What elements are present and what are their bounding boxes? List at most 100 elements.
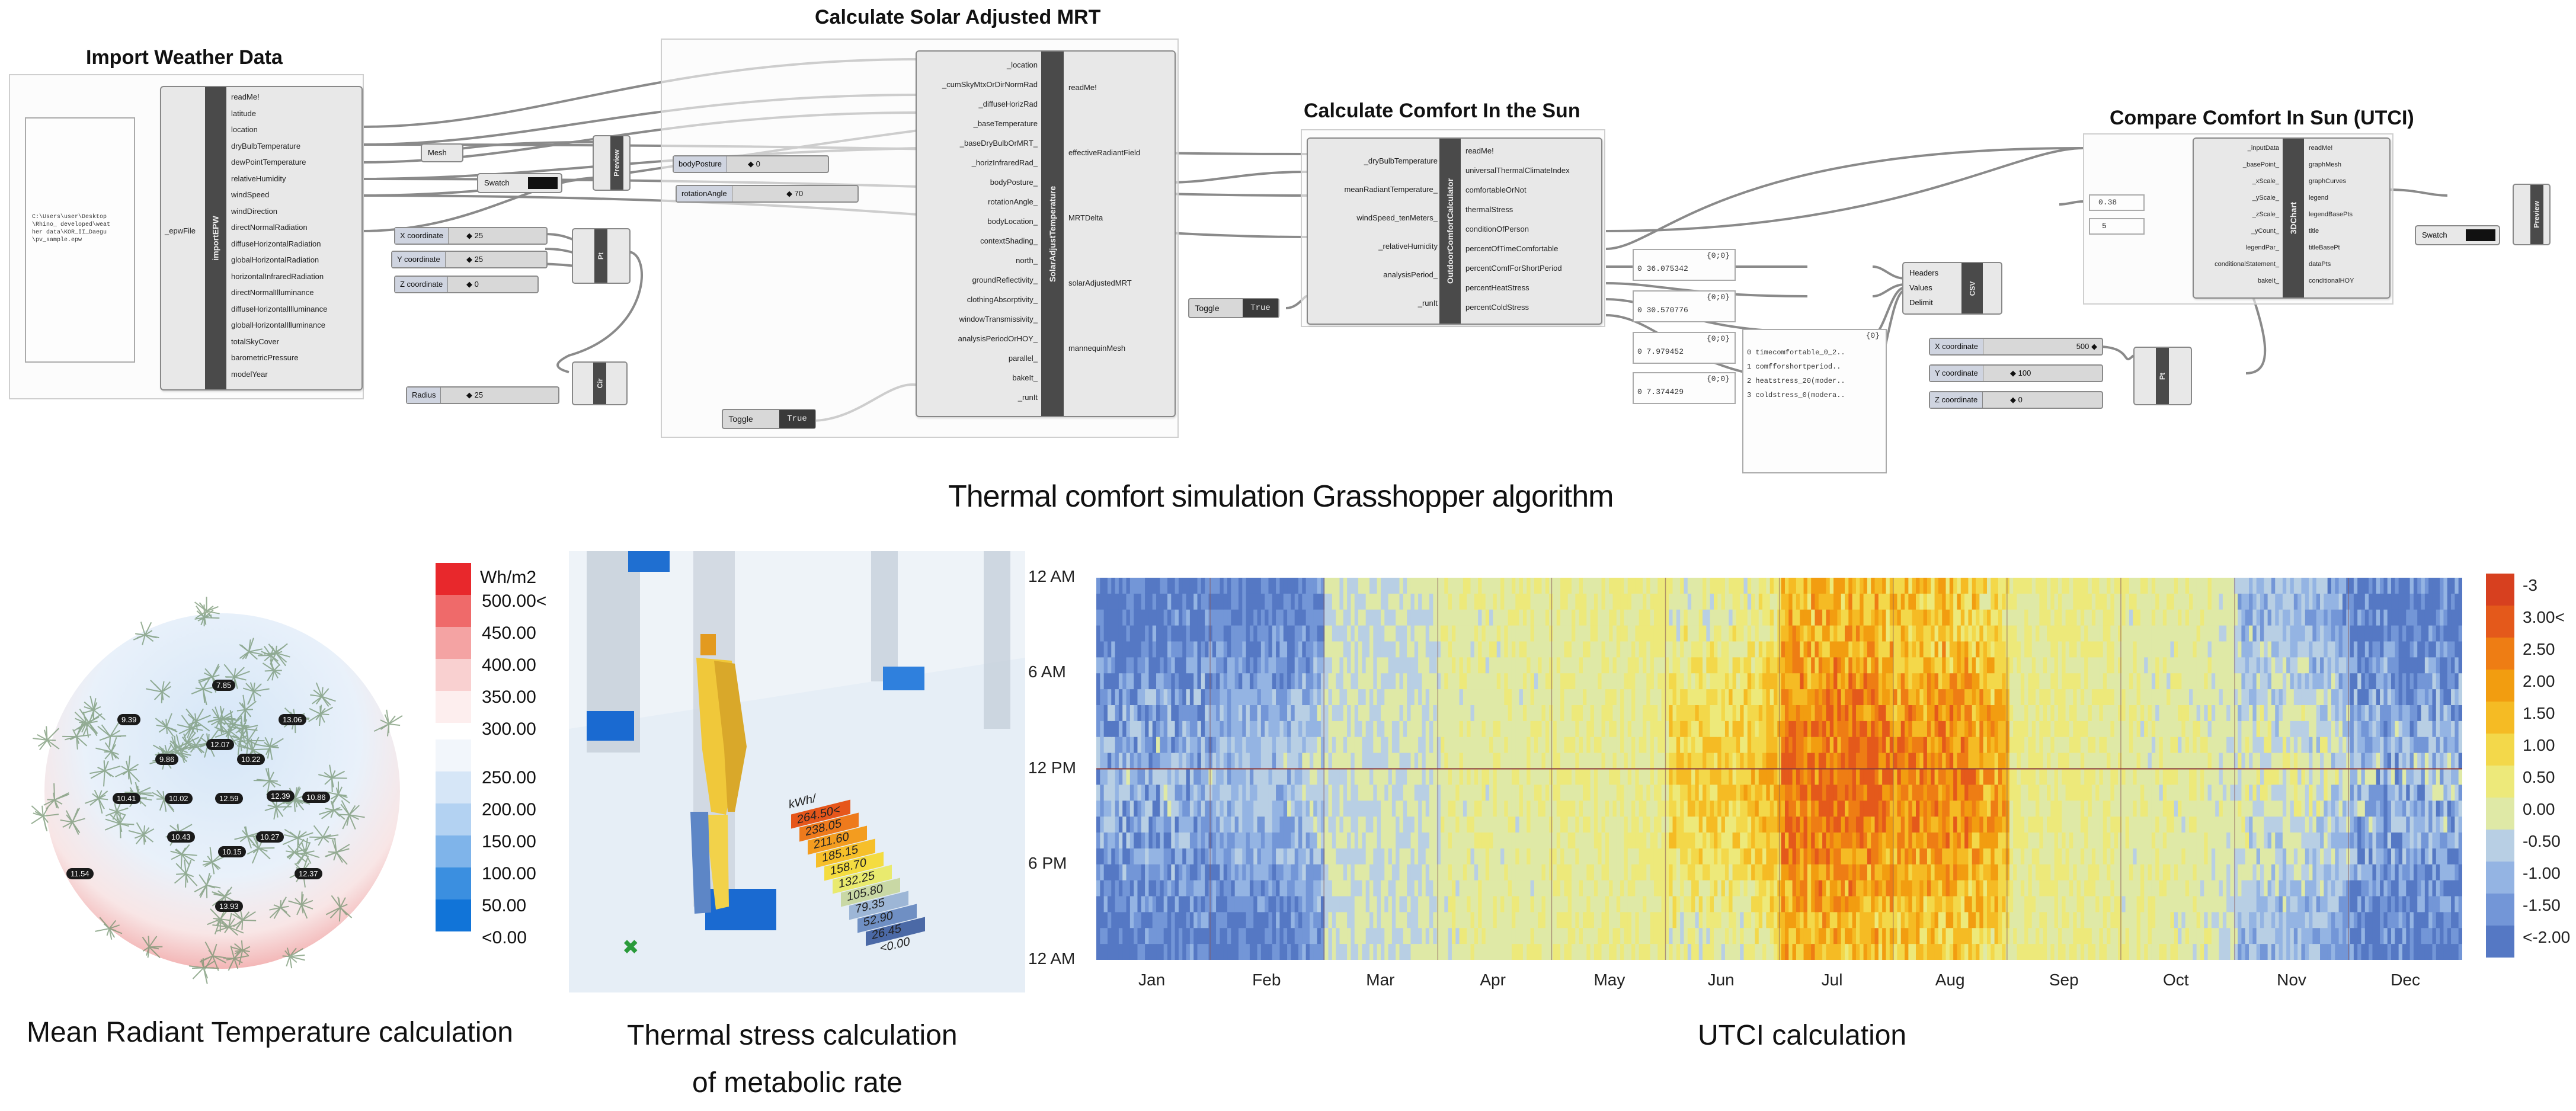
mrt-input-7[interactable]: rotationAngle_ bbox=[988, 197, 1038, 206]
epw-output-5[interactable]: relativeHumidity bbox=[231, 174, 286, 183]
compare-output-3[interactable]: legend bbox=[2309, 194, 2329, 201]
epw-output-0[interactable]: readMe! bbox=[231, 92, 260, 101]
mrt-input-1[interactable]: _cumSkyMtxOrDirNormRad bbox=[942, 80, 1038, 89]
x-coordinate-slider-1[interactable]: X coordinate◆ 25 bbox=[394, 227, 548, 245]
mrt-input-13[interactable]: windowTransmissivity_ bbox=[959, 315, 1038, 324]
comfort-output-5[interactable]: percentOfTimeComfortable bbox=[1465, 244, 1559, 253]
epw-output-10[interactable]: globalHorizontalRadiation bbox=[231, 255, 319, 264]
radius-slider[interactable]: Radius◆ 25 bbox=[406, 386, 559, 404]
mrt-output-1[interactable]: effectiveRadiantField bbox=[1068, 148, 1141, 157]
mrt-input-6[interactable]: bodyPosture_ bbox=[990, 178, 1038, 187]
compare-input-5[interactable]: _yCount_ bbox=[2251, 228, 2279, 235]
mrt-output-3[interactable]: solarAdjustedMRT bbox=[1068, 278, 1132, 287]
mrt-input-15[interactable]: parallel_ bbox=[1008, 354, 1038, 363]
mrt-output-0[interactable]: readMe! bbox=[1068, 83, 1097, 92]
compare-output-4[interactable]: legendBasePts bbox=[2309, 211, 2353, 218]
mrt-input-9[interactable]: contextShading_ bbox=[980, 236, 1038, 245]
swatch-param-2[interactable]: Swatch bbox=[2415, 225, 2500, 245]
compare-output-0[interactable]: readMe! bbox=[2309, 145, 2333, 152]
mrt-input-2[interactable]: _diffuseHorizRad bbox=[978, 100, 1038, 108]
csv-component[interactable]: Headers Values Delimit CSV bbox=[1902, 262, 2002, 315]
body-posture-slider[interactable]: bodyPosture◆ 0 bbox=[673, 155, 829, 173]
z-coordinate-slider-1[interactable]: Z coordinate◆ 0 bbox=[394, 276, 539, 293]
comfort-input-0[interactable]: _dryBulbTemperature bbox=[1364, 156, 1438, 165]
preview-component-2[interactable]: Preview bbox=[2513, 184, 2551, 245]
mrt-input-16[interactable]: bakeIt_ bbox=[1012, 373, 1038, 382]
compare-output-8[interactable]: conditionalHOY bbox=[2309, 277, 2354, 284]
epw-output-4[interactable]: dewPointTemperature bbox=[231, 158, 306, 167]
comfort-input-2[interactable]: windSpeed_tenMeters_ bbox=[1356, 213, 1438, 222]
compare-input-2[interactable]: _xScale_ bbox=[2252, 178, 2279, 185]
compare-input-7[interactable]: conditionalStatement_ bbox=[2215, 261, 2279, 268]
comfort-input-4[interactable]: analysisPeriod_ bbox=[1383, 270, 1438, 279]
epw-output-6[interactable]: windSpeed bbox=[231, 190, 270, 199]
y-coordinate-slider-1[interactable]: Y coordinate◆ 25 bbox=[391, 251, 548, 268]
compare-output-1[interactable]: graphMesh bbox=[2309, 161, 2342, 168]
comfort-output-1[interactable]: universalThermalClimateIndex bbox=[1465, 166, 1570, 175]
epw-output-2[interactable]: location bbox=[231, 125, 258, 134]
swatch-param[interactable]: Swatch bbox=[477, 173, 562, 193]
compare-output-5[interactable]: title bbox=[2309, 228, 2319, 235]
mesh-param[interactable]: Mesh bbox=[421, 143, 463, 162]
compare-input-8[interactable]: bakeIt_ bbox=[2257, 277, 2279, 284]
compare-input-0[interactable]: _inputData bbox=[2247, 145, 2279, 152]
heatmap-cell bbox=[1489, 848, 1493, 865]
epw-output-12[interactable]: directNormalIlluminance bbox=[231, 288, 314, 297]
point-component-1[interactable]: Pt bbox=[572, 228, 631, 284]
mrt-output-4[interactable]: mannequinMesh bbox=[1068, 344, 1126, 353]
circle-component[interactable]: Cir bbox=[572, 361, 628, 405]
epw-output-15[interactable]: totalSkyCover bbox=[231, 337, 279, 346]
comfort-output-7[interactable]: percentHeatStress bbox=[1465, 283, 1529, 292]
3d-chart-component[interactable]: _inputData _basePoint_ _xScale_ _yScale_ _zS… bbox=[2193, 137, 2391, 299]
point-component-2[interactable]: Pt bbox=[2133, 347, 2192, 405]
mrt-input-14[interactable]: analysisPeriodOrHOY_ bbox=[958, 334, 1038, 343]
y-coordinate-slider-2[interactable]: Y coordinate◆ 100 bbox=[1929, 364, 2103, 382]
mrt-input-12[interactable]: clothingAbsorptivity_ bbox=[967, 295, 1038, 304]
mrt-input-3[interactable]: _baseTemperature bbox=[973, 119, 1038, 128]
mrt-input-4[interactable]: _baseDryBulbOrMRT_ bbox=[959, 139, 1038, 148]
outdoor-comfort-calculator-component[interactable]: _dryBulbTemperature meanRadiantTemperatur… bbox=[1307, 137, 1602, 325]
input-epw-file[interactable]: _epwFile bbox=[165, 226, 196, 235]
compare-input-4[interactable]: _zScale_ bbox=[2252, 211, 2279, 218]
mrt-input-0[interactable]: _location bbox=[1006, 60, 1038, 69]
compare-output-2[interactable]: graphCurves bbox=[2309, 178, 2346, 185]
mrt-input-8[interactable]: bodyLocation_ bbox=[987, 217, 1038, 226]
mrt-input-10[interactable]: north_ bbox=[1016, 256, 1038, 265]
preview-component-1[interactable]: Preview bbox=[593, 135, 631, 191]
comfort-output-8[interactable]: percentColdStress bbox=[1465, 303, 1529, 312]
mrt-input-5[interactable]: _horizInfraredRad_ bbox=[971, 158, 1038, 167]
epw-output-3[interactable]: dryBulbTemperature bbox=[231, 141, 301, 151]
comfort-output-6[interactable]: percentComfForShortPeriod bbox=[1465, 264, 1562, 273]
epw-output-9[interactable]: diffuseHorizontalRadiation bbox=[231, 239, 321, 248]
comfort-output-3[interactable]: thermalStress bbox=[1465, 205, 1513, 214]
epw-output-16[interactable]: barometricPressure bbox=[231, 353, 299, 362]
comfort-input-3[interactable]: _relativeHumidity bbox=[1378, 242, 1438, 251]
compare-input-6[interactable]: legendPar_ bbox=[2245, 244, 2279, 251]
mrt-input-11[interactable]: groundReflectivity_ bbox=[972, 276, 1038, 284]
z-coordinate-slider-2[interactable]: Z coordinate◆ 0 bbox=[1929, 391, 2103, 409]
epw-output-8[interactable]: directNormalRadiation bbox=[231, 223, 308, 232]
mrt-output-2[interactable]: MRTDelta bbox=[1068, 213, 1103, 222]
epw-output-17[interactable]: modelYear bbox=[231, 369, 268, 379]
compare-input-3[interactable]: _yScale_ bbox=[2252, 194, 2279, 201]
epw-output-11[interactable]: horizontalInfraredRadiation bbox=[231, 271, 324, 281]
comfort-output-4[interactable]: conditionOfPerson bbox=[1465, 225, 1529, 233]
epw-output-13[interactable]: diffuseHorizontalIlluminance bbox=[231, 304, 328, 313]
compare-input-1[interactable]: _basePoint_ bbox=[2242, 161, 2279, 168]
comfort-output-0[interactable]: readMe! bbox=[1465, 146, 1494, 155]
compare-output-6[interactable]: titleBasePt bbox=[2309, 244, 2340, 251]
compare-output-7[interactable]: dataPts bbox=[2309, 261, 2331, 268]
comfort-input-1[interactable]: meanRadiantTemperature_ bbox=[1344, 185, 1438, 194]
solar-adjust-temperature-component[interactable]: _location _cumSkyMtxOrDirNormRad _diffuseH… bbox=[916, 50, 1176, 417]
epw-output-7[interactable]: windDirection bbox=[231, 206, 278, 216]
comfort-input-5[interactable]: _runIt bbox=[1417, 299, 1438, 308]
epw-output-1[interactable]: latitude bbox=[231, 108, 256, 118]
epw-output-14[interactable]: globalHorizontalIlluminance bbox=[231, 321, 325, 329]
mrt-input-17[interactable]: _runIt bbox=[1017, 393, 1038, 402]
rotation-angle-slider[interactable]: rotationAngle◆ 70 bbox=[676, 185, 859, 203]
comfort-output-2[interactable]: comfortableOrNot bbox=[1465, 185, 1527, 194]
